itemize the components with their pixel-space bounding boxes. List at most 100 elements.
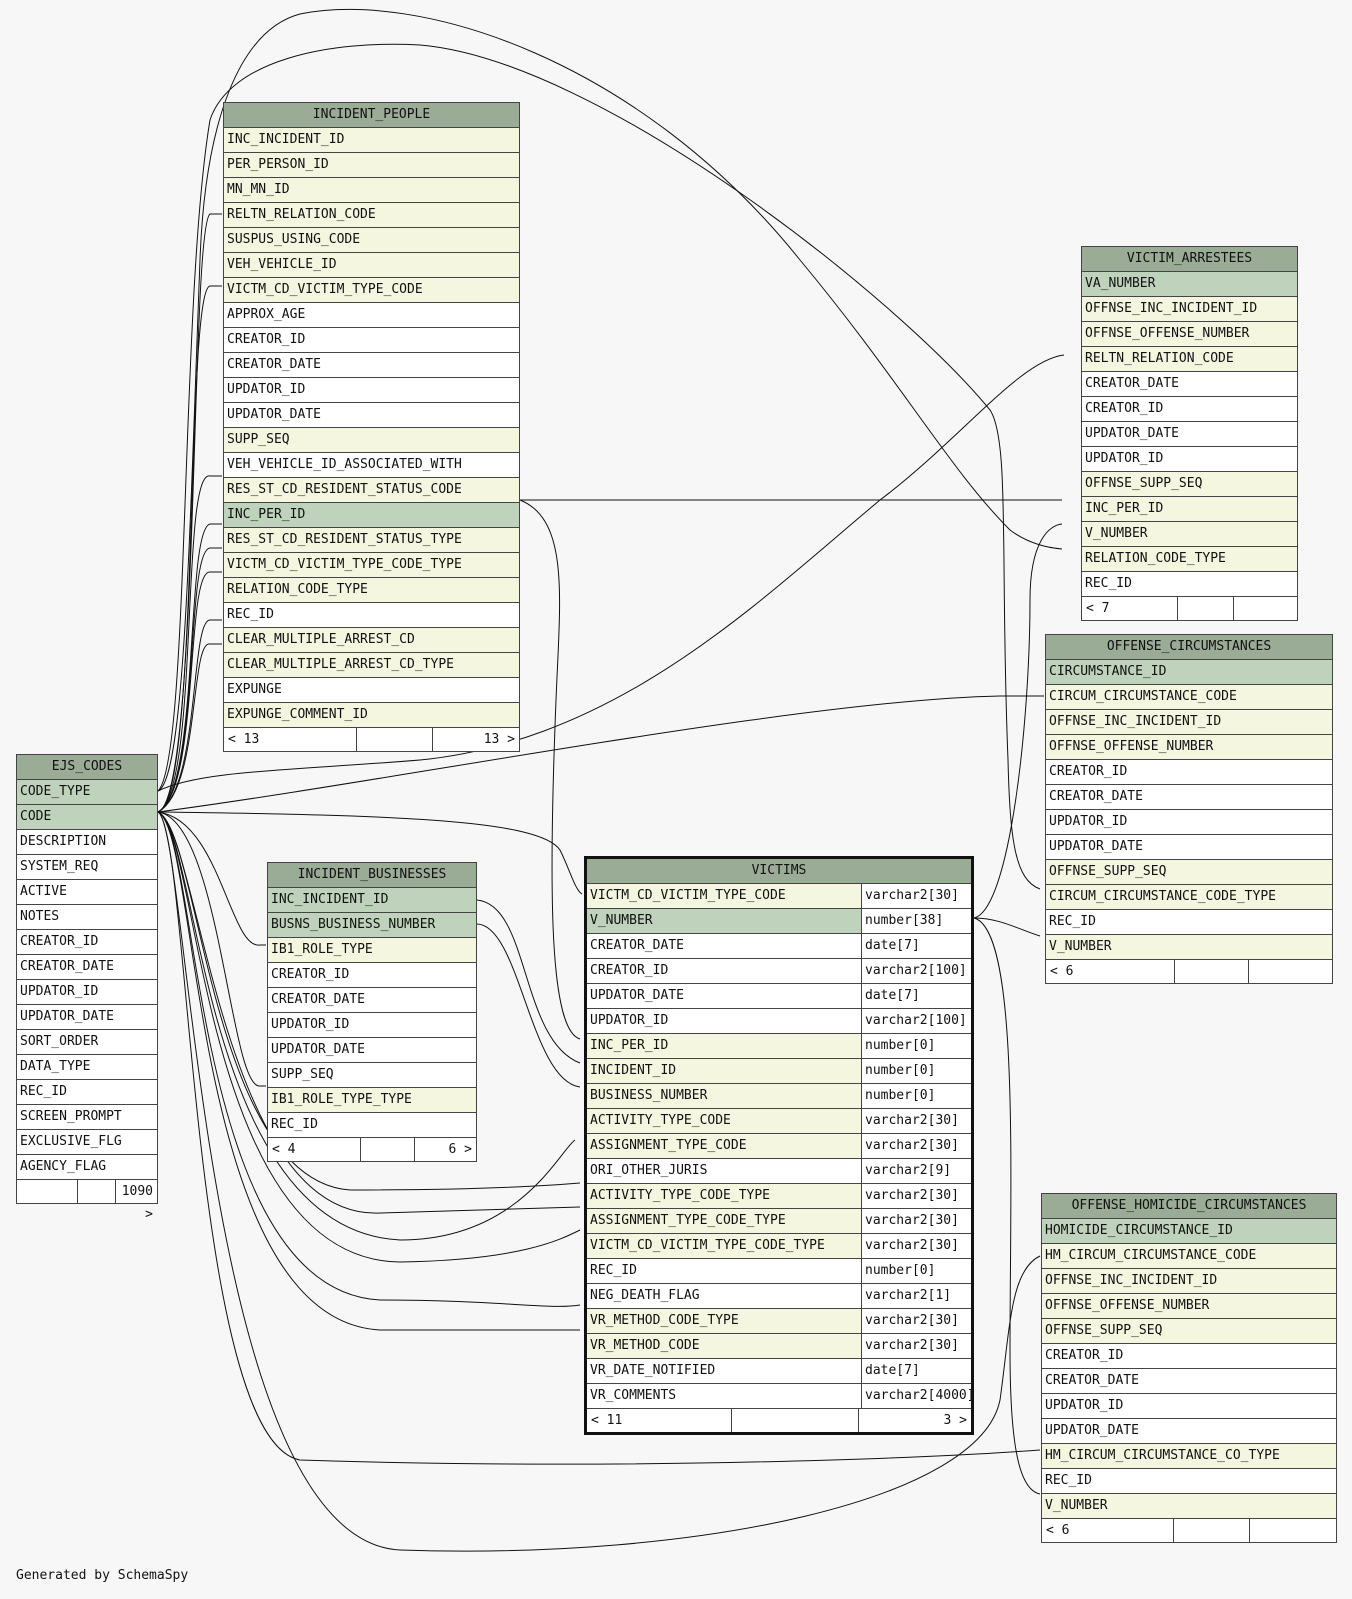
column-updator-id[interactable]: UPDATOR_ID: [268, 1013, 476, 1038]
column-updator-date[interactable]: UPDATOR_DATE: [224, 403, 519, 428]
column-ib1-role-type[interactable]: IB1_ROLE_TYPE: [268, 938, 476, 963]
column-exclusive-flg[interactable]: EXCLUSIVE_FLG: [17, 1130, 157, 1155]
column-offnse-inc-incident-id[interactable]: OFFNSE_INC_INCIDENT_ID: [1046, 710, 1332, 735]
column-busns-business-number[interactable]: BUSNS_BUSINESS_NUMBER: [268, 913, 476, 938]
column-active[interactable]: ACTIVE: [17, 880, 157, 905]
children-count[interactable]: 6 >: [448, 1142, 472, 1157]
children-count[interactable]: 13 >: [483, 732, 515, 747]
column-res-st-cd-resident-status-code[interactable]: RES_ST_CD_RESIDENT_STATUS_CODE: [224, 478, 519, 503]
column-offnse-offense-number[interactable]: OFFNSE_OFFENSE_NUMBER: [1082, 322, 1297, 347]
column-creator-id[interactable]: CREATOR_ID: [1046, 760, 1332, 785]
column-notes[interactable]: NOTES: [17, 905, 157, 930]
column-veh-vehicle-id[interactable]: VEH_VEHICLE_ID: [224, 253, 519, 278]
column-description[interactable]: DESCRIPTION: [17, 830, 157, 855]
column-v-number[interactable]: V_NUMBER: [1082, 522, 1297, 547]
column-updator-date[interactable]: UPDATOR_DATE: [268, 1038, 476, 1063]
parents-count[interactable]: < 13: [224, 728, 357, 751]
column-va-number[interactable]: VA_NUMBER: [1082, 272, 1297, 297]
column-expunge[interactable]: EXPUNGE: [224, 678, 519, 703]
children-count[interactable]: 1090 >: [121, 1184, 153, 1222]
column-system-req[interactable]: SYSTEM_REQ: [17, 855, 157, 880]
column-offnse-inc-incident-id[interactable]: OFFNSE_INC_INCIDENT_ID: [1042, 1269, 1336, 1294]
column-rec-id[interactable]: REC_ID: [268, 1113, 476, 1138]
column-rec-id[interactable]: REC_ID: [224, 603, 519, 628]
column-expunge-comment-id[interactable]: EXPUNGE_COMMENT_ID: [224, 703, 519, 728]
column-creator-date[interactable]: CREATOR_DATE: [1082, 372, 1297, 397]
column-updator-date[interactable]: UPDATOR_DATE: [1082, 422, 1297, 447]
column-creator-date[interactable]: CREATOR_DATE: [1042, 1369, 1336, 1394]
children-count[interactable]: [1249, 960, 1332, 983]
column-suspus-using-code[interactable]: SUSPUS_USING_CODE: [224, 228, 519, 253]
column-per-person-id[interactable]: PER_PERSON_ID: [224, 153, 519, 178]
footer-cell[interactable]: [1175, 960, 1249, 983]
column-offnse-offense-number[interactable]: OFFNSE_OFFENSE_NUMBER: [1042, 1294, 1336, 1319]
column-victm-cd-victim-type-code-type[interactable]: VICTM_CD_VICTIM_TYPE_CODE_TYPE: [224, 553, 519, 578]
column-homicide-circumstance-id[interactable]: HOMICIDE_CIRCUMSTANCE_ID: [1042, 1219, 1336, 1244]
column-code[interactable]: CODE: [17, 805, 157, 830]
children-count[interactable]: [1234, 597, 1297, 620]
column-data-type[interactable]: DATA_TYPE: [17, 1055, 157, 1080]
column-clear-multiple-arrest-cd[interactable]: CLEAR_MULTIPLE_ARREST_CD: [224, 628, 519, 653]
parents-count[interactable]: < 6: [1046, 960, 1175, 983]
column-creator-id[interactable]: CREATOR_ID: [1082, 397, 1297, 422]
column-agency-flag[interactable]: AGENCY_FLAG: [17, 1155, 157, 1180]
column-approx-age[interactable]: APPROX_AGE: [224, 303, 519, 328]
column-rec-id[interactable]: REC_ID: [1046, 910, 1332, 935]
column-screen-prompt[interactable]: SCREEN_PROMPT: [17, 1105, 157, 1130]
parents-count[interactable]: < 7: [1082, 597, 1178, 620]
column-creator-date[interactable]: CREATOR_DATE: [1046, 785, 1332, 810]
column-sort-order[interactable]: SORT_ORDER: [17, 1030, 157, 1055]
column-updator-id[interactable]: UPDATOR_ID: [17, 980, 157, 1005]
column-v-number[interactable]: V_NUMBER: [1042, 1494, 1336, 1519]
column-supp-seq[interactable]: SUPP_SEQ: [224, 428, 519, 453]
column-inc-incident-id[interactable]: INC_INCIDENT_ID: [268, 888, 476, 913]
column-creator-date[interactable]: CREATOR_DATE: [17, 955, 157, 980]
column-updator-id[interactable]: UPDATOR_ID: [1082, 447, 1297, 472]
column-offnse-supp-seq[interactable]: OFFNSE_SUPP_SEQ: [1046, 860, 1332, 885]
column-offnse-inc-incident-id[interactable]: OFFNSE_INC_INCIDENT_ID: [1082, 297, 1297, 322]
column-rec-id[interactable]: REC_ID: [1082, 572, 1297, 597]
parents-count[interactable]: [17, 1180, 79, 1203]
column-creator-id[interactable]: CREATOR_ID: [1042, 1344, 1336, 1369]
footer-cell[interactable]: [732, 1409, 860, 1432]
column-rec-id[interactable]: REC_ID: [17, 1080, 157, 1105]
column-supp-seq[interactable]: SUPP_SEQ: [268, 1063, 476, 1088]
column-offnse-supp-seq[interactable]: OFFNSE_SUPP_SEQ: [1082, 472, 1297, 497]
column-updator-date[interactable]: UPDATOR_DATE: [1046, 835, 1332, 860]
column-updator-id[interactable]: UPDATOR_ID: [1046, 810, 1332, 835]
column-inc-per-id[interactable]: INC_PER_ID: [1082, 497, 1297, 522]
footer-cell[interactable]: [1174, 1519, 1251, 1542]
column-relation-code-type[interactable]: RELATION_CODE_TYPE: [1082, 547, 1297, 572]
column-mn-mn-id[interactable]: MN_MN_ID: [224, 178, 519, 203]
column-inc-per-id[interactable]: INC_PER_ID: [224, 503, 519, 528]
column-creator-id[interactable]: CREATOR_ID: [268, 963, 476, 988]
column-circum-circumstance-code-type[interactable]: CIRCUM_CIRCUMSTANCE_CODE_TYPE: [1046, 885, 1332, 910]
column-ib1-role-type-type[interactable]: IB1_ROLE_TYPE_TYPE: [268, 1088, 476, 1113]
column-v-number[interactable]: V_NUMBER: [1046, 935, 1332, 960]
column-offnse-offense-number[interactable]: OFFNSE_OFFENSE_NUMBER: [1046, 735, 1332, 760]
column-updator-id[interactable]: UPDATOR_ID: [224, 378, 519, 403]
column-victm-cd-victim-type-code[interactable]: VICTM_CD_VICTIM_TYPE_CODE: [224, 278, 519, 303]
parents-count[interactable]: < 6: [1042, 1519, 1175, 1542]
